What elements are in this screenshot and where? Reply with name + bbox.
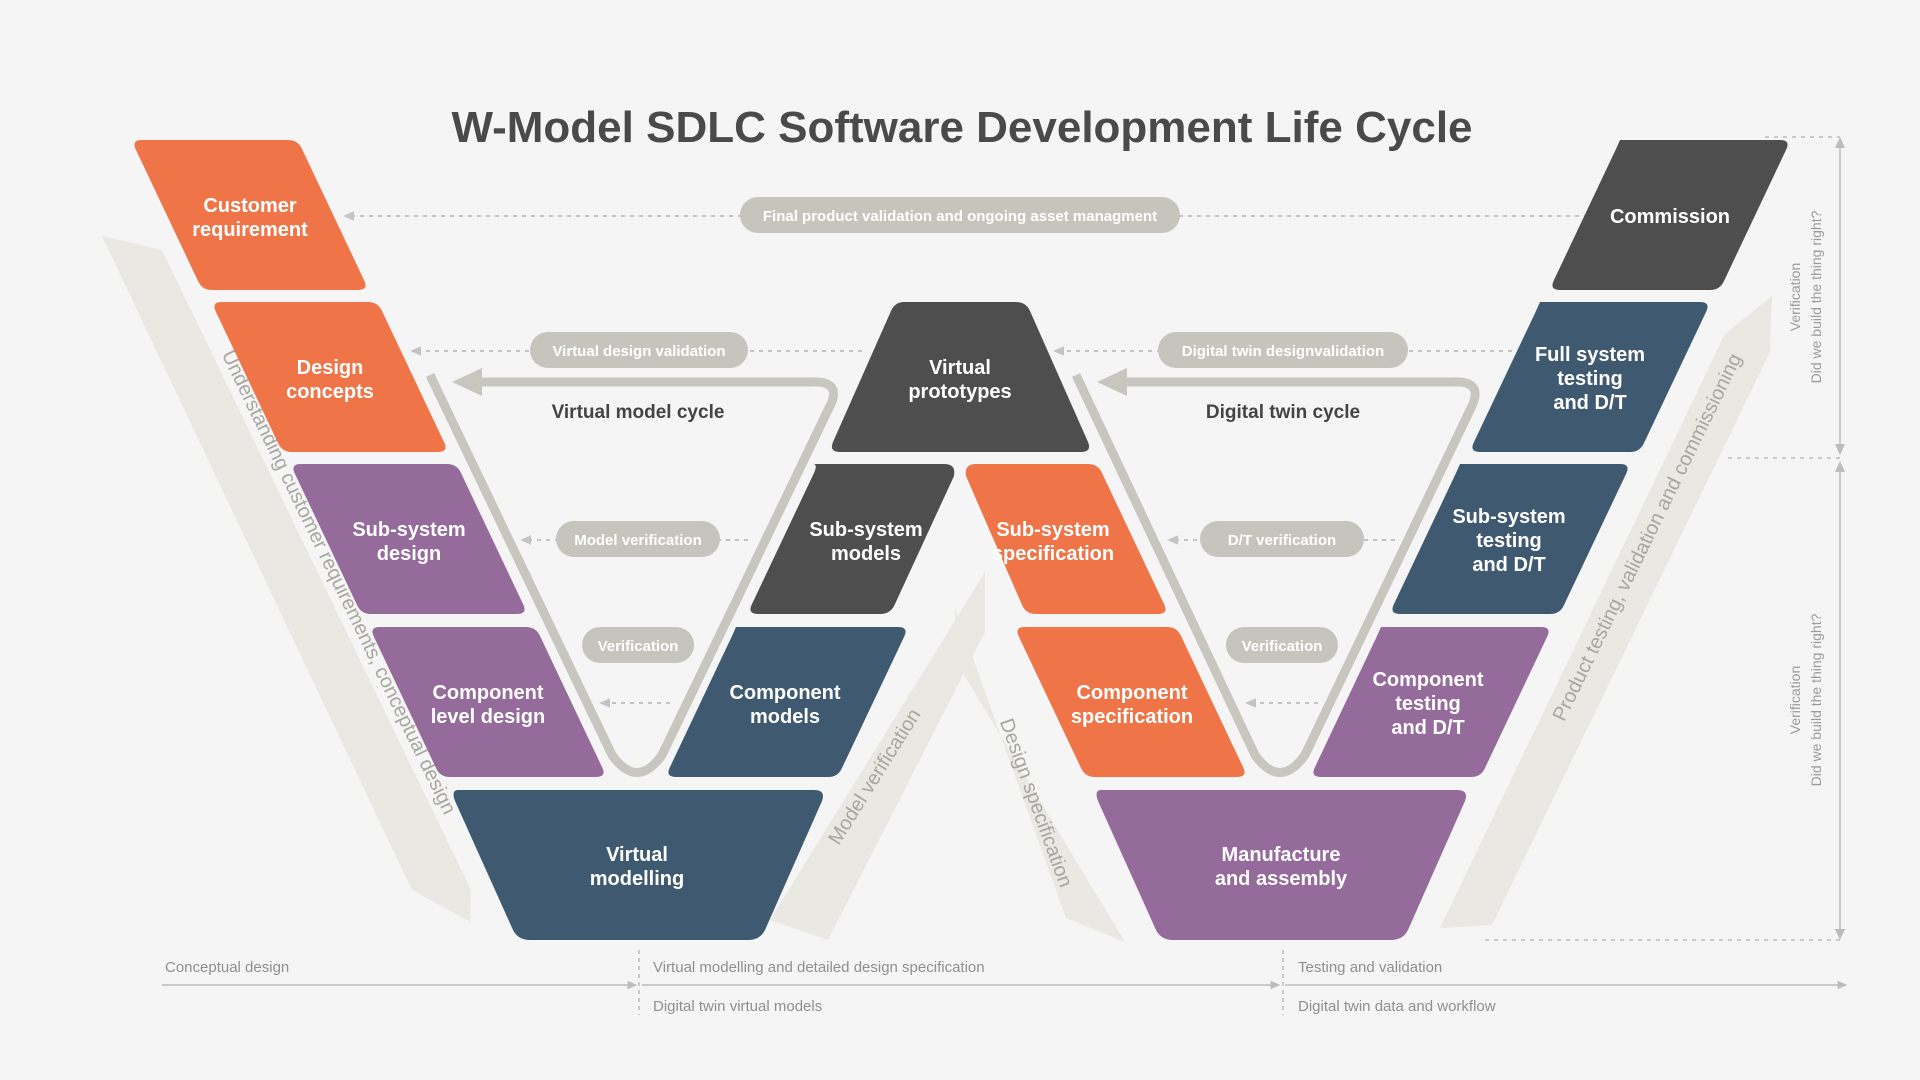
svg-text:Verification: Verification [1242, 638, 1323, 655]
band-model-verification [770, 572, 985, 940]
svg-text:Digital twin designvalidation: Digital twin designvalidation [1182, 343, 1385, 360]
pill-final-validation: Final product validation and ongoing ass… [740, 197, 1180, 233]
cycle-tracks [425, 368, 1480, 777]
digital-twin-cycle-track [1071, 373, 1480, 777]
axis-digital-twin-data-workflow: Digital twin data and workflow [1298, 998, 1496, 1015]
svg-text:Model verification: Model verification [574, 532, 702, 549]
virtual-model-cycle-track [425, 373, 838, 777]
axis-testing-validation: Testing and validation [1298, 959, 1442, 976]
virtual-model-cycle-arrowhead [452, 368, 482, 396]
svg-text:Final product validation and o: Final product validation and ongoing ass… [763, 208, 1157, 225]
side-lower-question: Did we build the thing right? [1808, 613, 1824, 786]
side-upper-question: Did we build the thing right? [1808, 210, 1824, 383]
pill-model-verification: Model verification [556, 521, 720, 557]
digital-twin-cycle-arrowhead [1097, 368, 1127, 396]
box-commission: Commission [1552, 140, 1788, 290]
virtual-model-cycle-label: Virtual model cycle [552, 402, 725, 423]
pill-digital-twin-design-validation: Digital twin designvalidation [1158, 332, 1408, 368]
svg-text:D/T verification: D/T verification [1228, 532, 1336, 549]
page-title: W-Model SDLC Software Development Life C… [451, 103, 1472, 152]
svg-text:Virtual design validation: Virtual design validation [552, 343, 725, 360]
pill-verification-left: Verification [582, 627, 694, 663]
bottom-axis [162, 950, 1848, 1015]
band-design-specification-label: Design specification [995, 716, 1077, 891]
svg-text:Commission: Commission [1610, 206, 1730, 228]
svg-text:Verification: Verification [598, 638, 679, 655]
direction-bands [102, 236, 1772, 942]
side-lower-verification: Verification [1787, 666, 1803, 734]
axis-conceptual-design: Conceptual design [165, 959, 289, 976]
verification-bracket [1485, 136, 1845, 941]
band-left [102, 236, 471, 922]
side-upper-verification: Verification [1787, 263, 1803, 331]
band-right [1440, 296, 1772, 928]
pill-virtual-design-validation: Virtual design validation [530, 332, 748, 368]
axis-virtual-modelling-spec: Virtual modelling and detailed design sp… [653, 959, 985, 976]
pill-dt-verification: D/T verification [1200, 521, 1364, 557]
axis-digital-twin-virtual-models: Digital twin virtual models [653, 998, 822, 1015]
digital-twin-cycle-label: Digital twin cycle [1206, 402, 1360, 423]
pill-verification-right: Verification [1226, 627, 1338, 663]
